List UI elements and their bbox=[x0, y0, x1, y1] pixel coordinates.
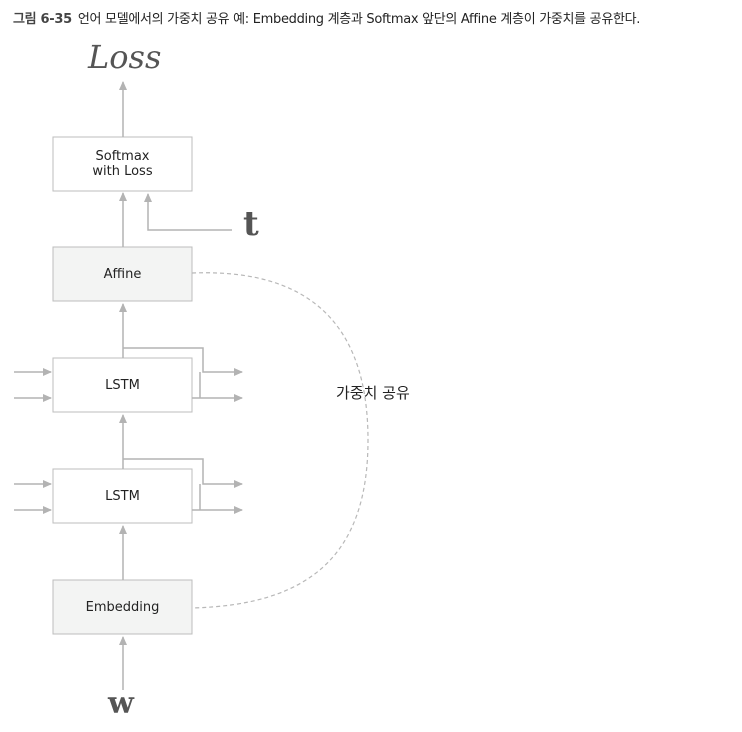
arrow-lower-lstm-h-out bbox=[123, 458, 243, 488]
affine-label: Affine bbox=[103, 266, 142, 282]
weight-sharing-curve bbox=[191, 272, 369, 609]
softmax-label-line1: Softmax bbox=[95, 149, 150, 164]
lstm-lower-label: LSTM bbox=[105, 488, 140, 504]
softmax-label-line2: with Loss bbox=[92, 164, 153, 179]
target-label: t bbox=[243, 204, 259, 244]
loss-label: Loss bbox=[88, 38, 162, 76]
figure-number: 그림 6-35 bbox=[13, 12, 72, 27]
arrow-target-to-softmax bbox=[144, 193, 232, 231]
lstm-upper-box bbox=[52, 357, 193, 413]
figure-caption-text: 언어 모델에서의 가중치 공유 예: Embedding 계층과 Softmax… bbox=[77, 12, 641, 27]
figure-caption: 그림 6-35 언어 모델에서의 가중치 공유 예: Embedding 계층과 … bbox=[13, 8, 738, 27]
weight-sharing-label: 가중치 공유 bbox=[336, 384, 410, 402]
lstm-upper-label: LSTM bbox=[105, 377, 140, 393]
arrow-upper-lstm-h-out bbox=[123, 347, 243, 376]
affine-box bbox=[52, 246, 193, 302]
softmax-with-loss-box bbox=[52, 136, 193, 192]
embedding-label: Embedding bbox=[85, 599, 160, 615]
input-word-label: w bbox=[108, 686, 134, 721]
softmax-with-loss-label: Softmax with Loss bbox=[53, 137, 192, 191]
